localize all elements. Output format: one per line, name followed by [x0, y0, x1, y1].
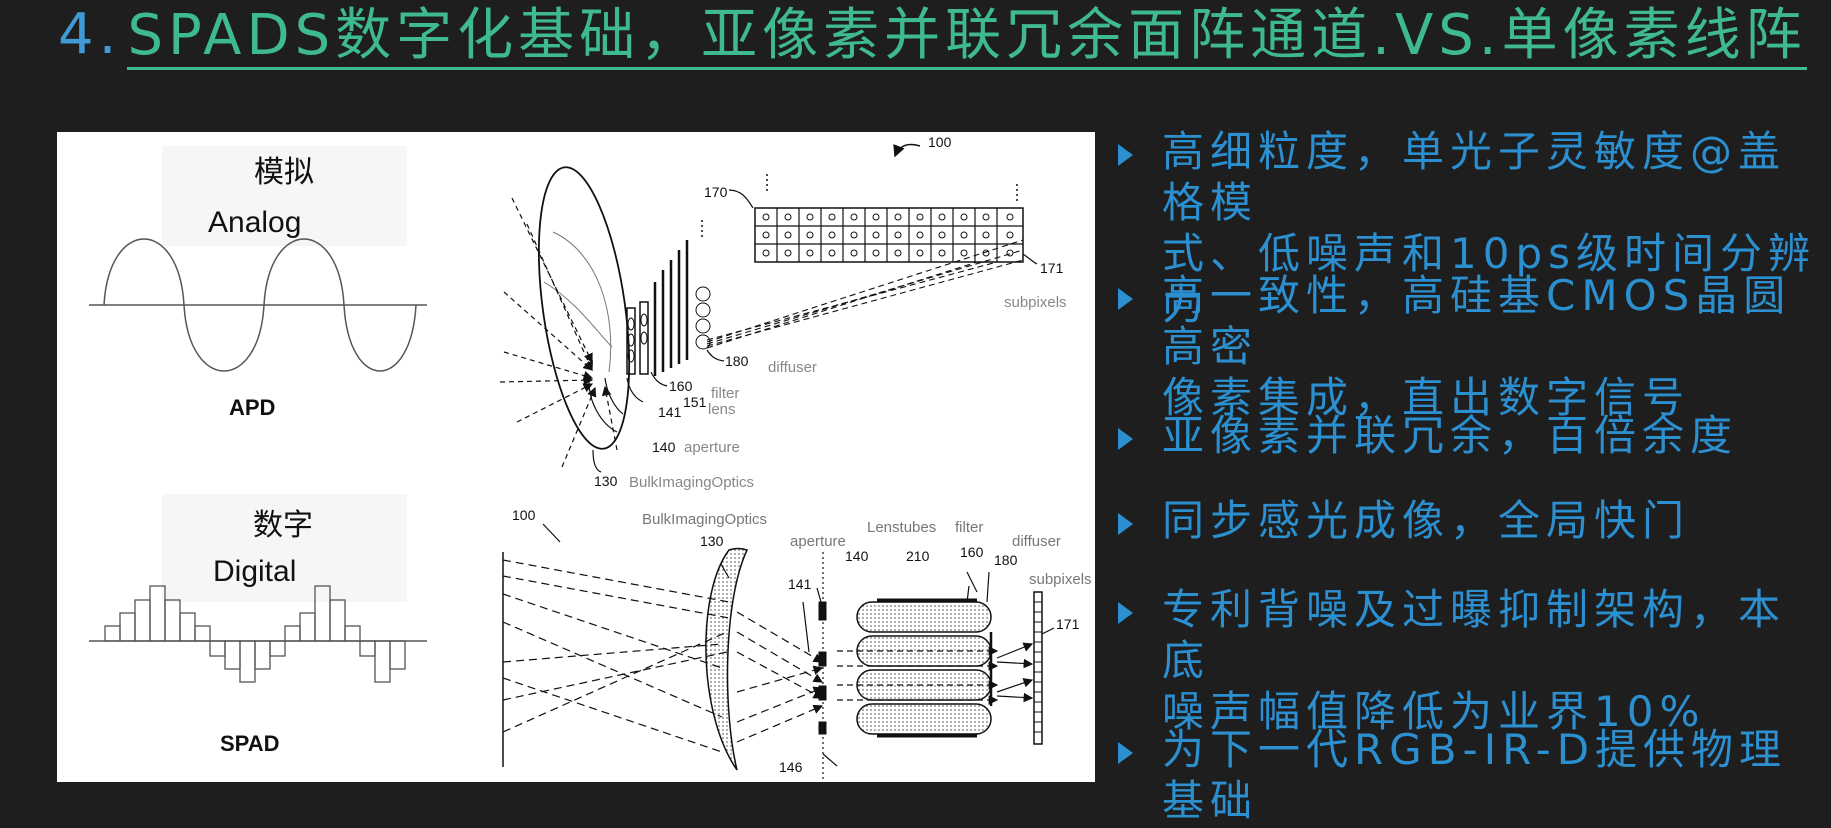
bullet-item: 高细粒度，单光子灵敏度@盖格模 式、低噪声和10ps级时间分辨力	[1110, 126, 1825, 330]
bullet-line: 为下一代RGB-IR-D提供物理基础	[1162, 725, 1788, 825]
bullet-line: 专利背噪及过曝抑制架构，本底	[1162, 585, 1787, 685]
bullet-arrow-icon	[1118, 513, 1133, 535]
bottom-ref-160: 160	[960, 544, 984, 560]
bottom-ref-171: 171	[1056, 616, 1080, 632]
bullet-line: 高细粒度，单光子灵敏度@盖格模	[1162, 127, 1787, 227]
bullet-arrow-icon	[1118, 602, 1133, 624]
title-number: 4.	[58, 2, 122, 67]
slide-title: 4. SPADS数字化基础，亚像素并联冗余面阵通道.VS.单像素线阵	[58, 0, 1807, 70]
bullet-item: 高一致性，高硅基CMOS晶圆高密 像素集成，直出数字信号	[1110, 270, 1825, 423]
apd-label: APD	[229, 395, 275, 420]
bottom-ref-140: 140	[845, 548, 869, 564]
top-ref-171: 171	[1040, 260, 1064, 276]
bullet-line: 式、低噪声和10ps级时间分辨力	[1162, 229, 1816, 329]
top-filter-label: filter	[711, 385, 739, 402]
digital-label-panel	[162, 494, 407, 602]
digital-staircase-wave	[104, 585, 406, 683]
bullet-item: 同步感光成像，全局快门	[1110, 495, 1690, 546]
spad-label: SPAD	[220, 731, 280, 756]
analog-label-panel	[162, 146, 407, 246]
top-patent-diagram	[499, 143, 1038, 473]
bullet-item: 亚像素并联冗余，百倍余度	[1110, 410, 1738, 461]
bullet-line: 亚像素并联冗余，百倍余度	[1162, 411, 1739, 460]
digital-cn-label: 数字	[253, 508, 313, 543]
top-ref-141: 141	[658, 404, 682, 420]
bullet-arrow-icon	[1118, 288, 1133, 310]
bullet-line: 噪声幅值降低为业界10%	[1162, 687, 1706, 736]
diagram-svg: 模拟 Analog APD 数字 Digital	[89, 134, 1092, 780]
bottom-diffuser-label: diffuser	[1012, 533, 1061, 550]
top-lens-label: lens	[708, 401, 736, 418]
top-ref-100: 100	[928, 134, 952, 150]
bottom-ref-210: 210	[906, 548, 930, 564]
analog-en-label: Analog	[208, 206, 301, 239]
top-diffuser-label: diffuser	[768, 359, 817, 376]
bottom-aperture-label: aperture	[790, 533, 846, 550]
bottom-bulk-optics-label: BulkImagingOptics	[642, 511, 767, 528]
bullet-item: 为下一代RGB-IR-D提供物理基础	[1110, 724, 1825, 826]
diagram-figure: 模拟 Analog APD 数字 Digital	[57, 132, 1095, 782]
top-subpixels-label: subpixels	[1004, 294, 1067, 311]
top-ref-140: 140	[652, 439, 676, 455]
top-aperture-label: aperture	[684, 439, 740, 456]
top-ref-160: 160	[669, 378, 693, 394]
bottom-ref-146: 146	[779, 759, 803, 775]
bottom-subpixels-label: subpixels	[1029, 571, 1092, 588]
bottom-filter-label: filter	[955, 519, 983, 536]
bottom-ref-100: 100	[512, 507, 536, 523]
bottom-patent-diagram	[502, 523, 1055, 780]
top-ref-180: 180	[725, 353, 749, 369]
title-text: SPADS数字化基础，亚像素并联冗余面阵通道.VS.单像素线阵	[127, 3, 1807, 70]
bullet-line: 高一致性，高硅基CMOS晶圆高密	[1162, 271, 1792, 371]
bottom-lenstubes-label: Lenstubes	[867, 519, 936, 536]
analog-cn-label: 模拟	[254, 155, 314, 190]
bullet-item: 专利背噪及过曝抑制架构，本底 噪声幅值降低为业界10%	[1110, 584, 1825, 737]
top-ref-151: 151	[683, 394, 707, 410]
bottom-ref-180: 180	[994, 552, 1018, 568]
top-bulk-optics-label: BulkImagingOptics	[629, 474, 754, 491]
bottom-ref-130: 130	[700, 533, 724, 549]
bullet-line: 像素集成，直出数字信号	[1162, 373, 1691, 422]
bullet-line: 同步感光成像，全局快门	[1162, 496, 1691, 545]
digital-en-label: Digital	[213, 555, 296, 588]
top-ref-130: 130	[594, 473, 618, 489]
analog-sine-wave	[103, 238, 417, 372]
bullet-arrow-icon	[1118, 428, 1133, 450]
top-ref-170: 170	[704, 184, 728, 200]
bullet-arrow-icon	[1118, 742, 1133, 764]
bullet-arrow-icon	[1118, 144, 1133, 166]
bottom-ref-141: 141	[788, 576, 812, 592]
